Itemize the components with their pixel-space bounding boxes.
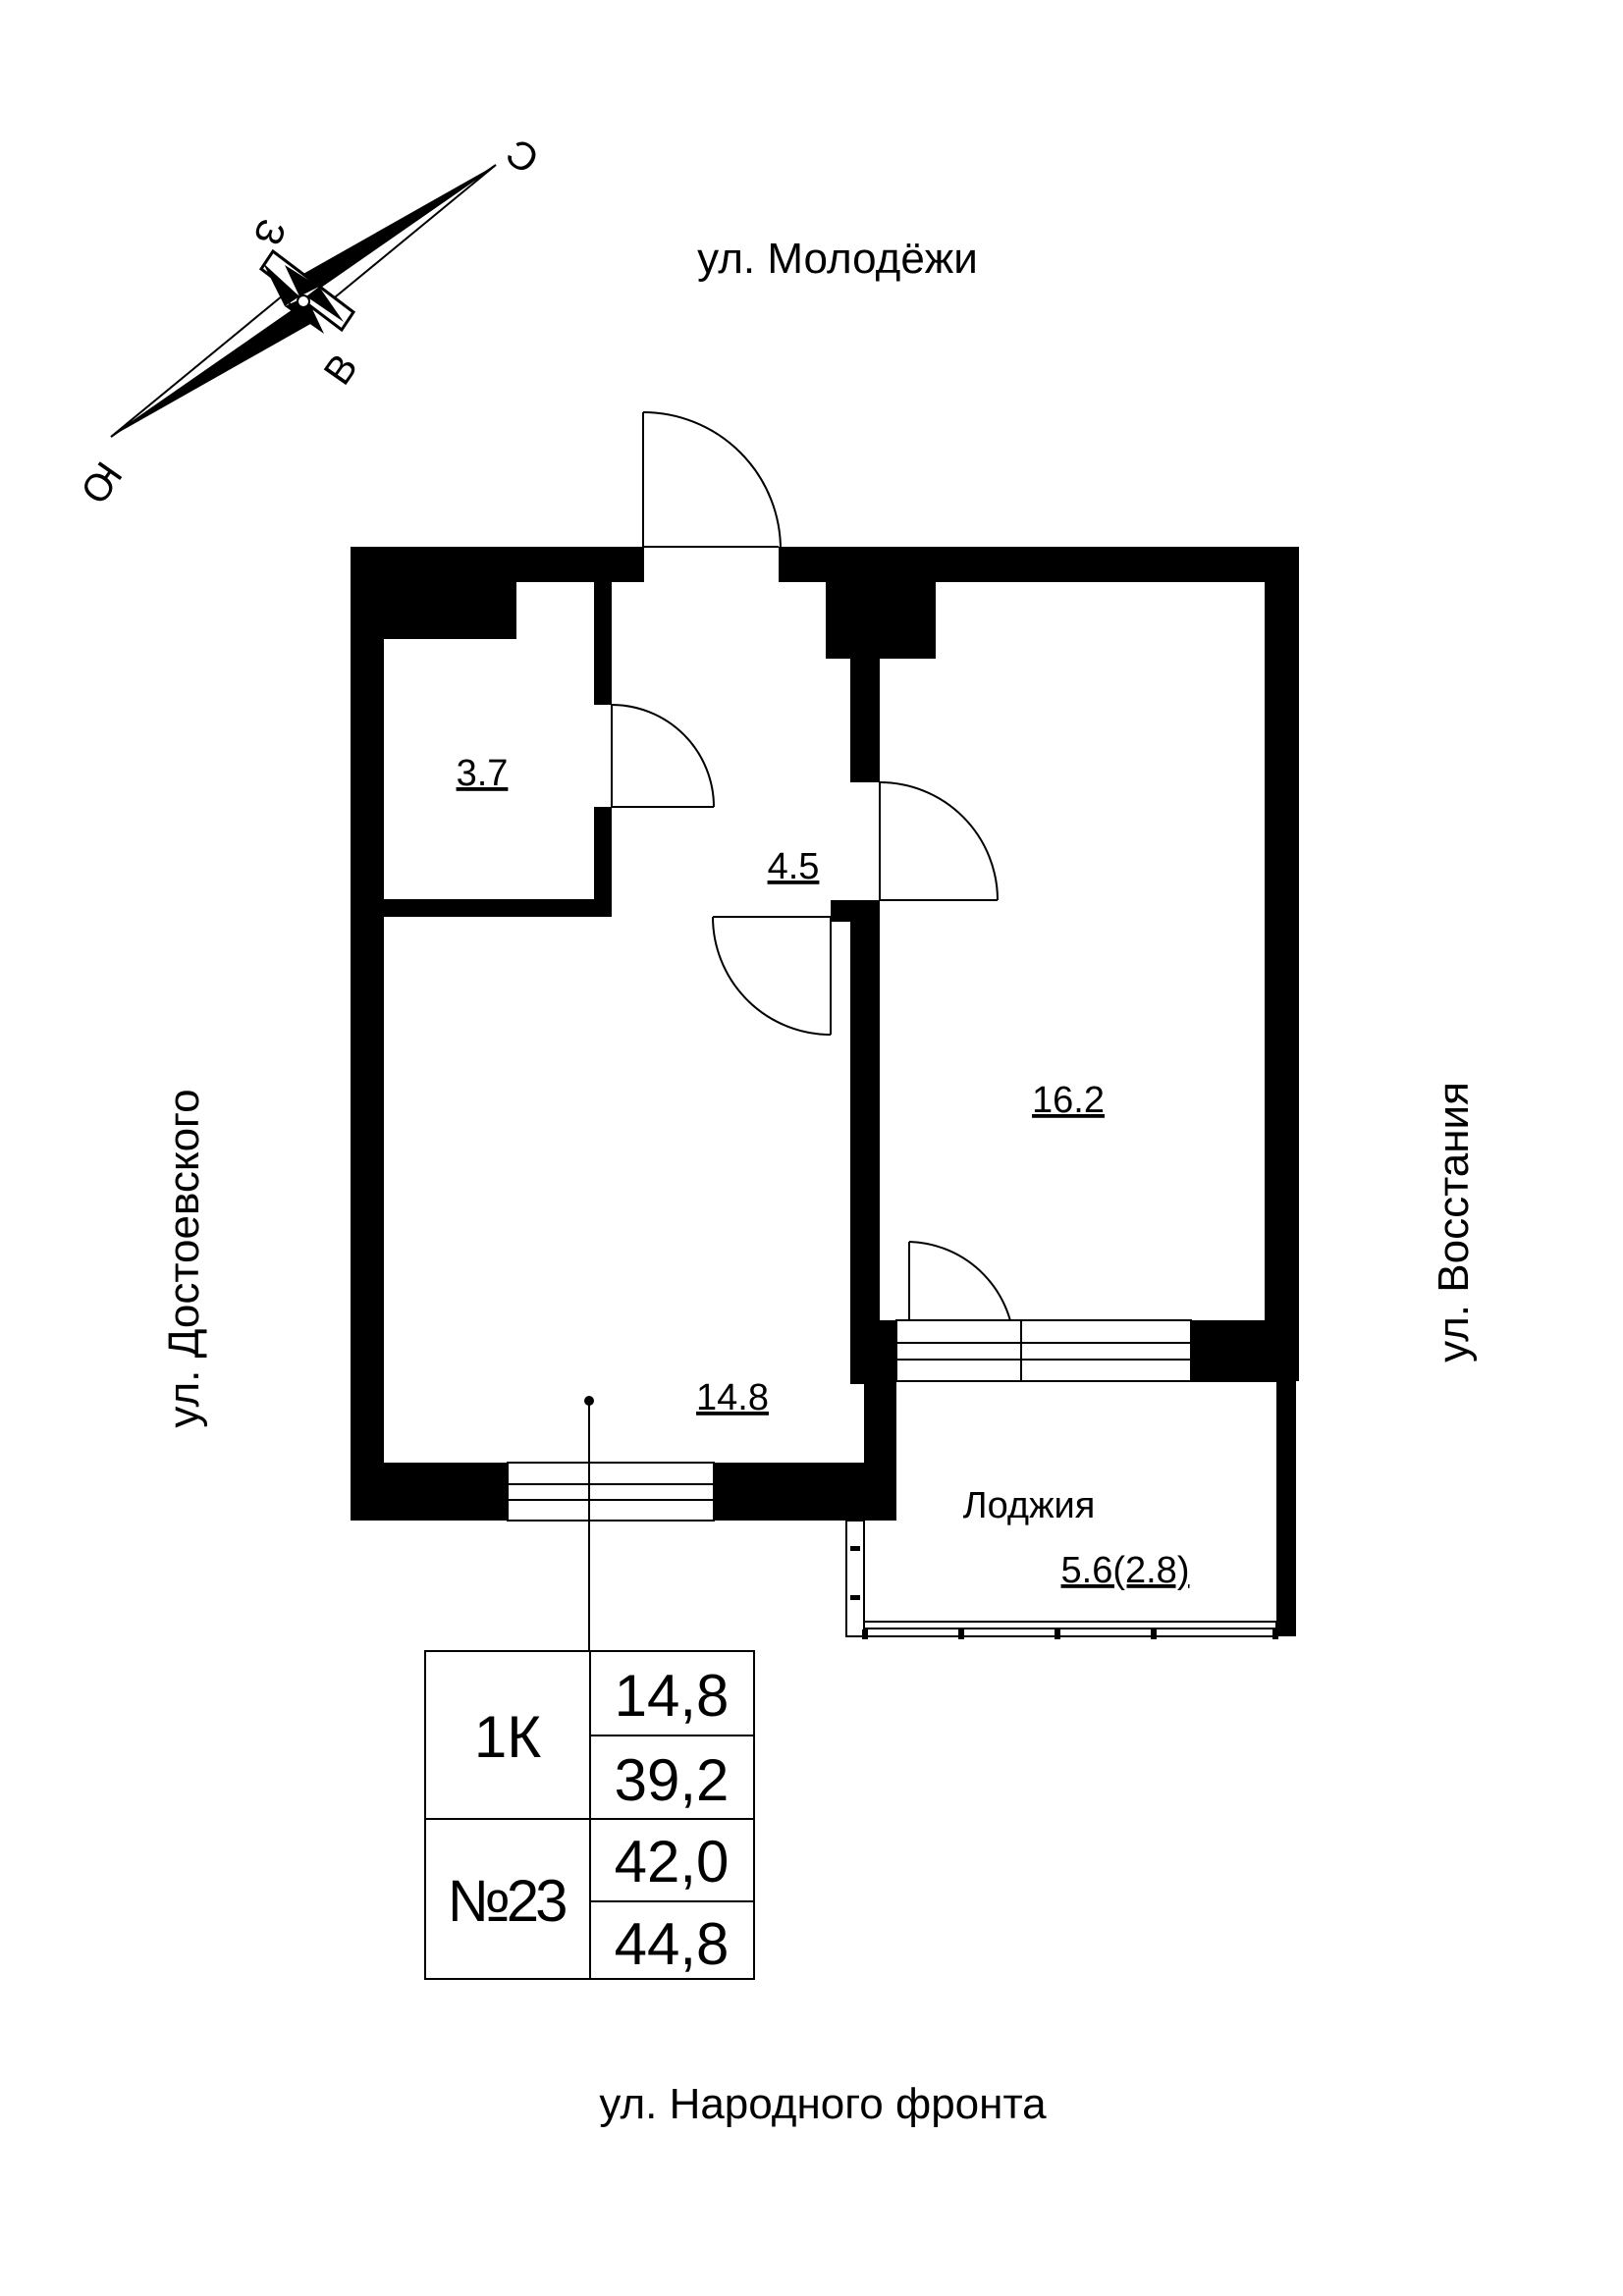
bedroom-window [895, 1319, 1192, 1382]
entrance-door-icon [642, 411, 782, 582]
compass-east-label: В [316, 347, 366, 393]
room-area-bathroom: 3.7 [457, 753, 509, 794]
bedroom-door-icon [879, 781, 999, 901]
street-north-label: ул. Молодёжи [697, 235, 978, 283]
apartment-type: 1К [474, 1704, 541, 1770]
loggia-area: 5.6(2.8) [1061, 1550, 1190, 1591]
room-interiors [384, 582, 1265, 1487]
area-value-4: 44,8 [615, 1911, 730, 1977]
living-window [507, 1462, 715, 1522]
street-south-label: ул. Народного фронта [599, 2080, 1047, 2128]
bathroom-door-icon [611, 704, 715, 808]
street-east-label: ул. Восстания [1430, 1082, 1478, 1362]
area-living-value: 14,8 [615, 1663, 730, 1729]
area-value-2: 39,2 [615, 1747, 730, 1813]
compass-north-label: С [499, 130, 547, 182]
room-area-bedroom: 16.2 [1032, 1080, 1105, 1121]
summary-table [424, 1650, 755, 1980]
compass-south-label: Ю [72, 454, 130, 510]
apartment-number: №23 [447, 1868, 566, 1934]
area-value-3: 42,0 [615, 1829, 730, 1895]
living-door-icon [712, 916, 832, 1036]
room-area-hall: 4.5 [768, 846, 820, 887]
compass-west-label: З [244, 214, 294, 251]
street-west-label: ул. Достоевского [160, 1089, 208, 1427]
loggia-name: Лоджия [963, 1485, 1096, 1526]
room-area-living: 14.8 [696, 1377, 769, 1418]
compass-rose-icon [110, 164, 497, 438]
